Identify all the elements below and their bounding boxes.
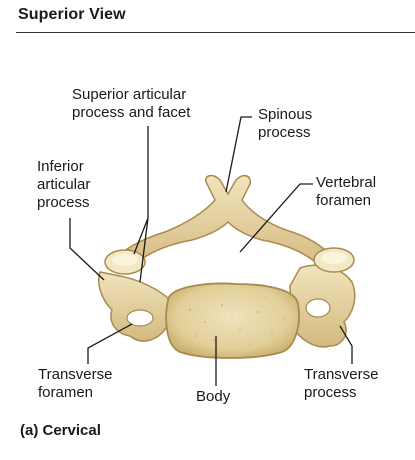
title-divider — [16, 32, 415, 33]
label-transverse-foramen-line2: foramen — [38, 384, 94, 401]
leader-superior-articular — [133, 126, 149, 283]
label-spinous-line2: process — [258, 124, 311, 141]
right-transverse-foramen — [305, 298, 331, 318]
leader-transverse-process — [339, 325, 353, 364]
vertebral-arch — [106, 174, 338, 271]
label-transverse-foramen: Transverse foramen — [38, 366, 112, 402]
leader-lines — [69, 116, 353, 386]
leader-inferior-articular — [69, 218, 105, 281]
leader-transverse-foramen — [87, 323, 133, 364]
right-facet-highlight — [321, 252, 347, 264]
vertebra-illustration — [98, 174, 356, 359]
label-inferior-articular-line3: process — [37, 194, 90, 211]
label-inferior-articular-line1: Inferior — [37, 158, 84, 175]
label-superior-articular-line1: Superior articular — [72, 86, 187, 103]
vertebral-body — [165, 282, 300, 359]
label-transverse-process-line2: process — [304, 384, 357, 401]
left-transverse-process — [98, 271, 171, 342]
vertebral-foramen-space — [150, 236, 302, 285]
leader-spinous — [225, 116, 252, 193]
label-transverse-process: Transverse process — [304, 366, 378, 402]
label-transverse-process-line1: Transverse — [304, 366, 379, 383]
page-title: Superior View — [18, 6, 126, 23]
label-spinous-line1: Spinous — [258, 106, 313, 123]
left-transverse-foramen — [126, 309, 154, 327]
body-texture — [188, 297, 285, 345]
left-facet-highlight — [112, 254, 138, 266]
leader-vertebral-foramen — [239, 183, 313, 253]
label-vertebral-foramen: Vertebral foramen — [316, 174, 376, 210]
figure-caption: (a) Cervical — [20, 422, 101, 439]
label-body-line1: Body — [196, 388, 231, 405]
label-inferior-articular-line2: articular — [37, 176, 91, 193]
label-vertebral-foramen-line1: Vertebral — [316, 174, 377, 191]
label-body: Body — [196, 388, 230, 406]
label-transverse-foramen-line1: Transverse — [38, 366, 113, 383]
label-vertebral-foramen-line2: foramen — [316, 192, 372, 209]
label-spinous: Spinous process — [258, 106, 312, 142]
label-superior-articular: Superior articular process and facet — [72, 86, 190, 122]
label-superior-articular-line2: process and facet — [72, 104, 191, 121]
label-inferior-articular: Inferior articular process — [37, 158, 90, 212]
